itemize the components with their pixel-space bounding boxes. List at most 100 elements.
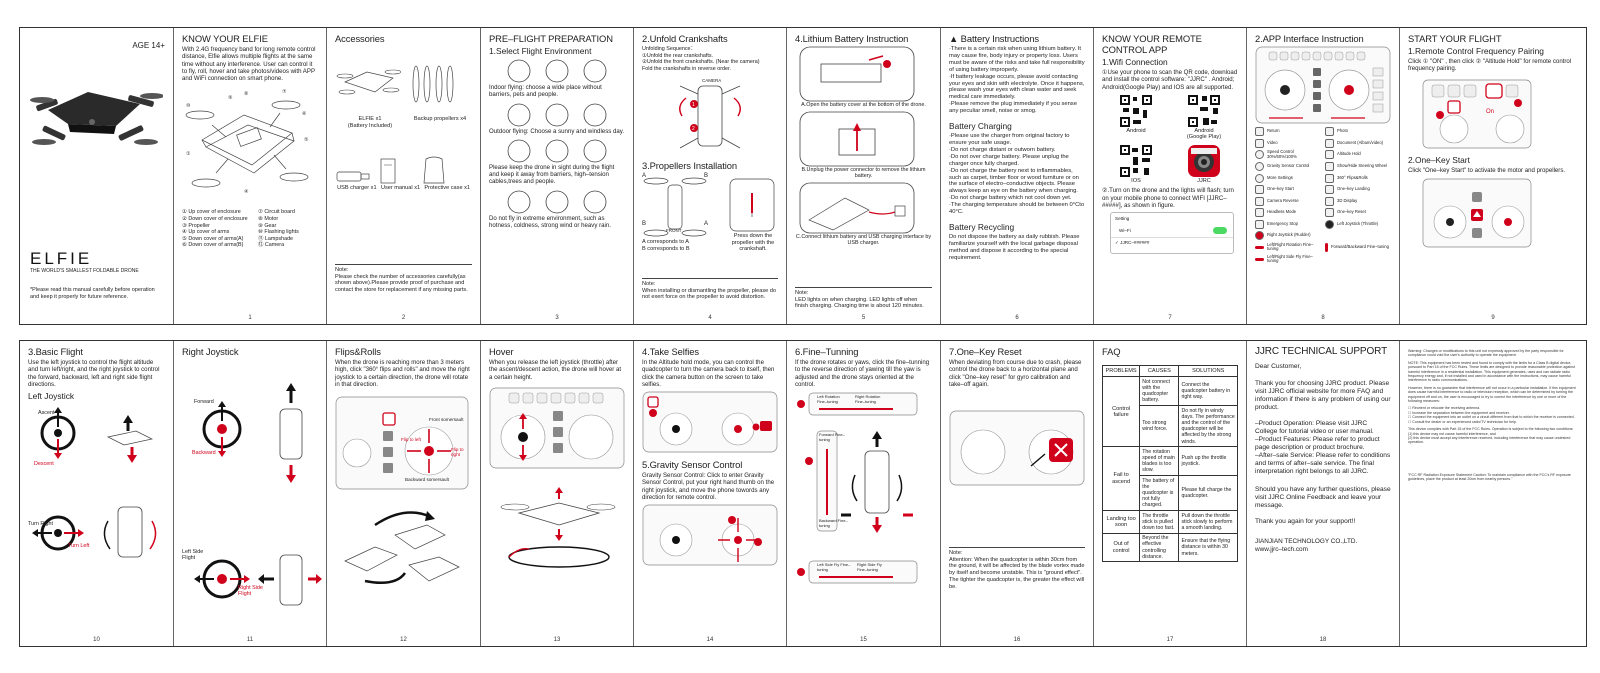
problem-cell: Out of control xyxy=(1101,532,1141,563)
qr-label-google-play: Android xyxy=(1194,127,1214,134)
propeller-assignment-diagram xyxy=(643,178,775,237)
emergency-stop-icon xyxy=(1255,219,1264,229)
legend-item: Emergency Stop xyxy=(1255,219,1321,229)
panel-subtitle: 1.Wifi Connection xyxy=(1102,57,1168,67)
correspondence-a: A corresponds to A xyxy=(642,239,689,246)
recycling-title: Battery Recycling xyxy=(949,221,1015,232)
company-name: JIANJIAN TECHNOLOGY CO.,LTD. xyxy=(1255,537,1358,545)
page-number: 14 xyxy=(706,637,714,643)
intro-text: With 2.4G frequency band for long remote… xyxy=(182,46,316,83)
basic-flight-panel: 3.Basic Flight Use the left joystick to … xyxy=(20,341,173,646)
props-install-title: 3.Propellers Installation xyxy=(642,160,737,172)
flip-controls-illustration xyxy=(335,396,469,490)
panel-title: 4.Take Selfies xyxy=(642,346,699,357)
rotation-trim-icon xyxy=(1255,245,1264,249)
left-rotation-trim-label: Left Rotation Fine–tuning xyxy=(817,394,840,404)
problem-cell: Control failure xyxy=(1101,376,1141,448)
svg-text:①: ① xyxy=(186,151,191,157)
after-sale-support: –After–sale Service: Please refer to con… xyxy=(1255,452,1391,476)
faq-table: PROBLEMS CAUSES SOLUTIONS Control failur… xyxy=(1101,364,1238,563)
solution-cell: Push up the throttle joystick. xyxy=(1178,446,1238,477)
indoor-text: Indoor flying: choose a wide place witho… xyxy=(489,84,602,99)
video-icon xyxy=(1255,138,1264,148)
cause-cell: The rotation speed of main blades is too… xyxy=(1139,446,1180,477)
hover-controls-illustration xyxy=(489,387,625,469)
joystick-direction-illustration xyxy=(194,383,322,606)
qr-label-android: Android xyxy=(1126,127,1146,134)
legend-item: Speed Control 30%/60%/100% xyxy=(1255,149,1321,160)
note-text: Please check the number of accessories c… xyxy=(335,273,468,294)
drone-topview-diagram: 1 2 xyxy=(679,85,741,149)
page-number: 2 xyxy=(401,315,406,321)
list-item: ·There is a certain risk when using lith… xyxy=(949,46,1085,73)
sequence-label: Unfolding Sequence： xyxy=(642,46,696,52)
connect-wifi-instruction: ②.Turn on the drone and the lights will … xyxy=(1102,187,1234,209)
cause-cell: The throttle stick is pulled down too fa… xyxy=(1139,510,1180,534)
photo-icon xyxy=(1325,127,1334,136)
cause-cell: Too strong wind force. xyxy=(1139,405,1180,448)
reset-text: When deviating from course due to crash,… xyxy=(949,359,1082,388)
gravity-sensor-text: Gravity Sensor Control: Click to enter G… xyxy=(642,472,775,502)
step-b-text: B.Unplug the power connector to remove t… xyxy=(801,166,926,180)
note-label: Note: xyxy=(642,281,656,287)
label-a-bottom: A xyxy=(704,221,709,228)
legend-item: One–key Start xyxy=(1255,185,1321,195)
right-side-flight-label: Right Side Flight xyxy=(238,585,263,597)
page-number: 8 xyxy=(1321,315,1325,321)
elfie-label: ELFIE x1 xyxy=(358,116,382,122)
fine-tuning-text: If the drone rotates or yaws, click the … xyxy=(795,359,930,388)
3d-icon xyxy=(1325,196,1334,206)
wifi-settings-screenshot: Setting Wi–Fi ✓ JJRC–###### xyxy=(1110,212,1234,255)
page-number: 15 xyxy=(860,637,867,643)
battery-safety-panel: ▲ Battery Instructions ·There is a certa… xyxy=(940,28,1093,324)
gravity-controls-illustration xyxy=(642,505,778,566)
fcc-note: NOTE: This equipment has been tested and… xyxy=(1408,360,1575,383)
list-item: ·Do not over charge battery. Please unpl… xyxy=(949,153,1069,167)
legend-item: Right Joystick (Rudder) xyxy=(1255,231,1321,241)
selfies-panel: 4.Take Selfies In the Altitude hold mode… xyxy=(633,341,786,646)
page-number: 3 xyxy=(555,315,559,321)
app-interface-panel: 2.APP Interface Instruction Return Photo… xyxy=(1246,28,1399,324)
fcc-interference: However, there is no guarantee that inte… xyxy=(1408,385,1576,404)
arrow-up-icon xyxy=(1255,185,1264,195)
hover-panel: Hover When you release the left joystick… xyxy=(480,341,633,646)
features-support: –Product Features: Please refer to produ… xyxy=(1255,436,1380,452)
legend-item: One–key Landing xyxy=(1325,185,1391,195)
battery-cover-illustration xyxy=(799,46,915,102)
wifi-toggle[interactable] xyxy=(1213,227,1227,235)
pairing-screenshot xyxy=(1422,79,1532,148)
part-item: ⑤ Down cover of arms(A) xyxy=(182,235,244,242)
solution-cell: Please full charge the quadcopter. xyxy=(1178,475,1238,512)
arrow-down-icon xyxy=(1325,185,1334,195)
legend-item: Altitude Hold xyxy=(1325,150,1391,160)
wifi-network-item[interactable]: ✓ JJRC–###### xyxy=(1115,240,1150,246)
table-header-row: PROBLEMS CAUSES SOLUTIONS xyxy=(1101,364,1238,378)
elfie-sub-label: (Battery Included) xyxy=(347,122,393,129)
svg-text:⑦: ⑦ xyxy=(282,89,287,95)
page-number: 11 xyxy=(246,637,254,643)
legend-item: Camera Reverse xyxy=(1255,196,1321,206)
forward-trim-label: Forward Fine–tuning xyxy=(819,432,845,442)
charging-illustration xyxy=(799,182,915,234)
page-number: 7 xyxy=(1168,315,1172,321)
part-item: ⑩ Flashing lights xyxy=(258,229,299,236)
panel-title: PRE–FLIGHT PREPARATION xyxy=(489,33,613,44)
qr-code-icon xyxy=(1187,93,1221,128)
know-elfie-panel: KNOW YOUR ELFIE With 2.4G frequency band… xyxy=(173,28,326,324)
fcc-measure: ☐ Increase the separation between the eq… xyxy=(1408,410,1510,415)
scan-instruction: ①Use your phone to scan the QR code, dow… xyxy=(1102,69,1238,91)
svg-text:④: ④ xyxy=(244,189,249,195)
reset-controls-illustration xyxy=(949,410,1085,486)
panel-title: Right Joystick xyxy=(182,346,239,357)
panel-title: KNOW YOUR ELFIE xyxy=(182,33,268,44)
table-row: The battery of the quadcopter is not ful… xyxy=(1103,475,1238,512)
panel-title: Hover xyxy=(489,346,514,357)
table-row: Landing too soon The throttle stick is p… xyxy=(1101,510,1238,534)
legend-item: 3D Display xyxy=(1325,196,1391,206)
panel-subtitle: 1.Select Flight Environment xyxy=(489,46,592,56)
wifi-label: Wi–Fi xyxy=(1119,228,1131,234)
pairing-instruction: Click ① "ON" , then click ② "Altitude Ho… xyxy=(1408,58,1572,73)
settings-gear-icon xyxy=(1255,173,1264,183)
camera-reverse-icon xyxy=(1255,196,1264,206)
support-panel: JJRC TECHNICAL SUPPORT Dear Customer, Th… xyxy=(1246,341,1399,646)
